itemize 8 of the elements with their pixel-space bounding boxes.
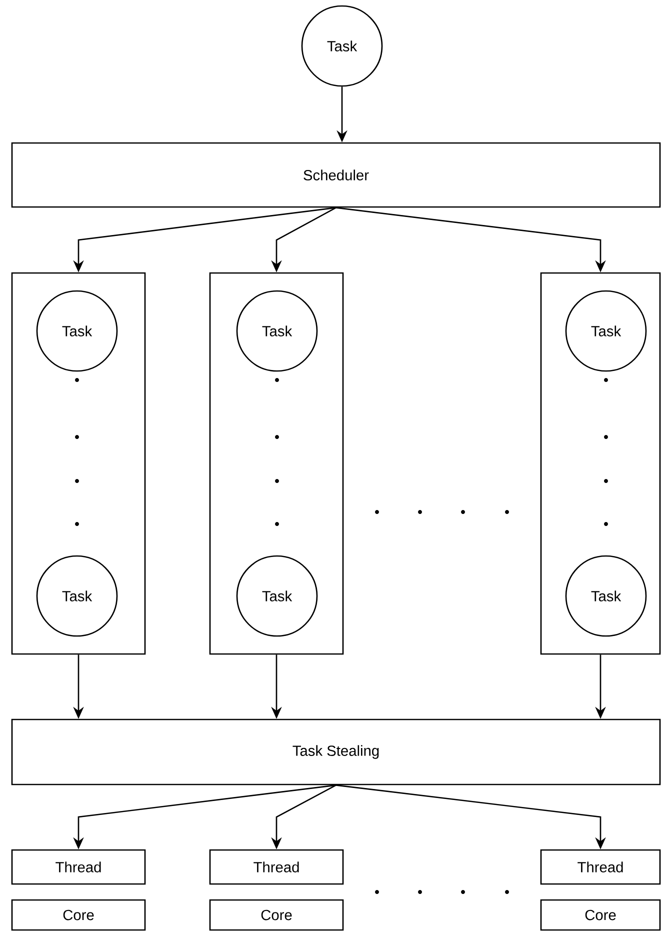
process-box: Task Stealing xyxy=(11,718,661,786)
process-box: Thread xyxy=(11,849,146,885)
process-box: Core xyxy=(11,899,146,931)
process-box: Thread xyxy=(209,849,344,885)
process-box: Core xyxy=(209,899,344,931)
process-box: Core xyxy=(540,899,661,931)
process-box: Scheduler xyxy=(11,142,661,208)
process-box: Thread xyxy=(540,849,661,885)
